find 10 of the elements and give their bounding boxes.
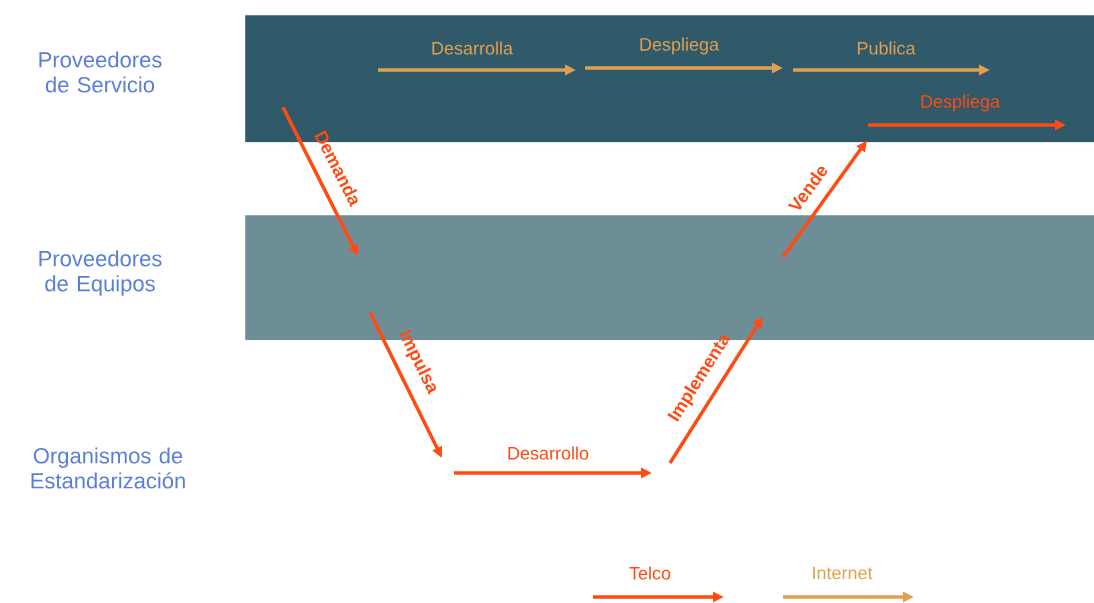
legend-label: Internet xyxy=(813,566,873,580)
arrow-label: Desarrollo xyxy=(508,446,589,460)
legend-label: Telco xyxy=(629,566,671,580)
arrow-label: Despliega xyxy=(921,94,1000,112)
node-label: Proveedores de Servicio xyxy=(39,51,162,93)
row-label: Organismos de Estandarización xyxy=(31,447,185,489)
node-label: Proveedores de Equipos xyxy=(39,250,162,296)
arrow-label: Despliega xyxy=(640,37,719,55)
arrow-label: Desarrolla xyxy=(432,41,513,55)
arrow-label: Publica xyxy=(857,41,916,55)
